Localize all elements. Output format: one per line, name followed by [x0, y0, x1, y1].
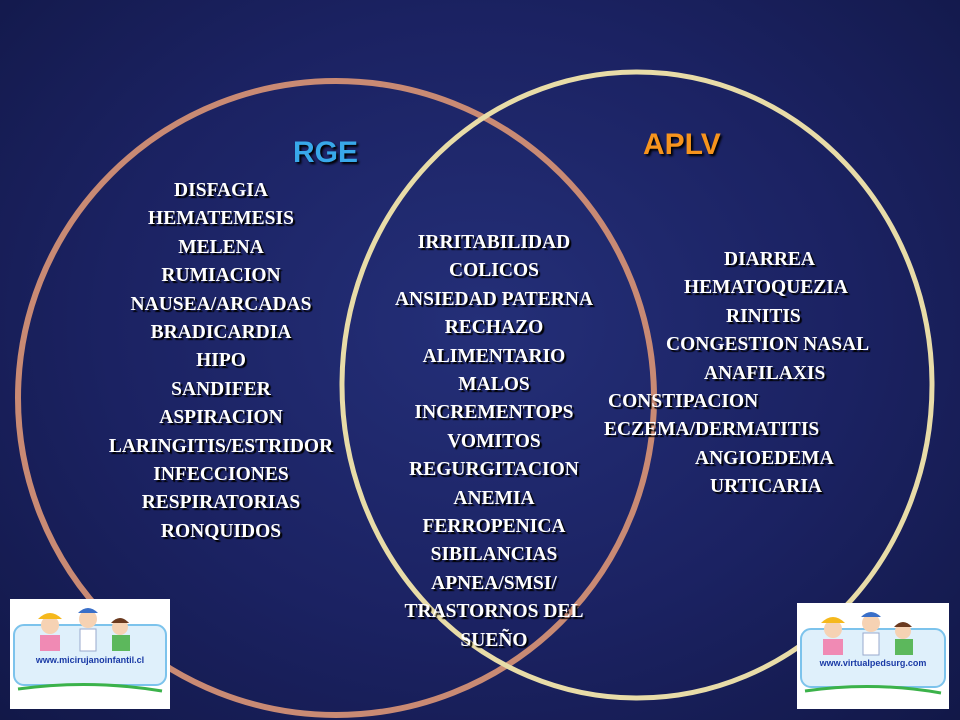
shared-symptom: FERROPENICA — [422, 516, 566, 538]
rge-symptom: MELENA — [178, 236, 264, 258]
rge-symptom: HEMATEMESIS — [148, 208, 294, 230]
rge-symptom: RUMIACION — [161, 265, 281, 287]
shared-symptom: SIBILANCIAS — [430, 544, 558, 566]
rge-symptom: HIPO — [196, 350, 246, 372]
shared-symptom: IRRITABILIDAD — [417, 232, 571, 253]
aplv-symptom: RINITIS — [726, 305, 801, 327]
right-logo-url: www.virtualpedsurg.com — [819, 658, 927, 668]
shared-symptom: RECHAZO — [444, 317, 544, 339]
aplv-symptom: ANAFILAXIS — [704, 362, 826, 384]
shared-symptom: INCREMENTOPS — [414, 402, 574, 424]
shared-symptom: ANSIEDAD PATERNA — [394, 288, 594, 310]
rge-symptom: SANDIFER — [171, 378, 271, 400]
rge-symptom: ASPIRACION — [159, 407, 283, 429]
aplv-symptom: HEMATOQUEZIA — [684, 277, 848, 299]
rge-symptom: NAUSEA/ARCADAS — [130, 293, 312, 315]
rge-title: RGE — [293, 136, 359, 169]
shared-symptom: TRASTORNOS DEL — [404, 601, 584, 623]
rge-symptom: INFECCIONES — [153, 464, 289, 486]
aplv-symptom: ECZEMA/DERMATITIS — [604, 419, 820, 441]
shared-symptom-list: IRRITABILIDAD COLICOS ANSIEDAD PATERNA RECH… — [366, 229, 622, 655]
virtualpedsurg-logo: www.virtualpedsurg.com — [797, 603, 949, 709]
aplv-symptom: DIARREA — [724, 249, 816, 270]
shared-symptom: ALIMENTARIO — [422, 345, 566, 367]
children-illustration-icon — [800, 612, 946, 695]
aplv-symptom: CONSTIPACION — [608, 391, 759, 413]
children-illustration-icon — [13, 608, 167, 693]
shared-symptom: APNEA/SMSI/ — [431, 572, 557, 594]
aplv-symptom: URTICARIA — [710, 476, 822, 498]
rge-symptom: LARINGITIS/ESTRIDOR — [108, 435, 334, 457]
aplv-symptom: ANGIOEDEMA — [695, 447, 834, 469]
aplv-circle — [339, 69, 935, 701]
left-logo-url: www.micirujanoinfantil.cl — [35, 655, 145, 665]
aplv-symptom-list: DIARREA HEMATOQUEZIA RINITIS CONGESTION NAS… — [600, 246, 910, 502]
micirujanoinfantil-logo: www.micirujanoinfantil.cl — [10, 599, 170, 709]
rge-symptom: RESPIRATORIAS — [141, 492, 301, 514]
aplv-symptom: CONGESTION NASAL — [666, 334, 870, 356]
shared-symptom: VOMITOS — [447, 430, 541, 452]
rge-symptom: DISFAGIA — [174, 180, 268, 201]
shared-symptom: SUEÑO — [460, 629, 528, 651]
rge-symptom: BRADICARDIA — [150, 322, 292, 344]
aplv-title: APLV — [643, 128, 721, 161]
shared-symptom: REGURGITACION — [409, 459, 579, 481]
rge-symptom-list: DISFAGIA HEMATEMESIS MELENA RUMIACION NAUSEA… — [87, 177, 355, 546]
shared-symptom: ANEMIA — [453, 487, 535, 509]
rge-circle — [15, 78, 657, 718]
shared-symptom: COLICOS — [449, 260, 539, 282]
shared-symptom: MALOS — [458, 374, 530, 396]
rge-symptom: RONQUIDOS — [160, 520, 282, 542]
